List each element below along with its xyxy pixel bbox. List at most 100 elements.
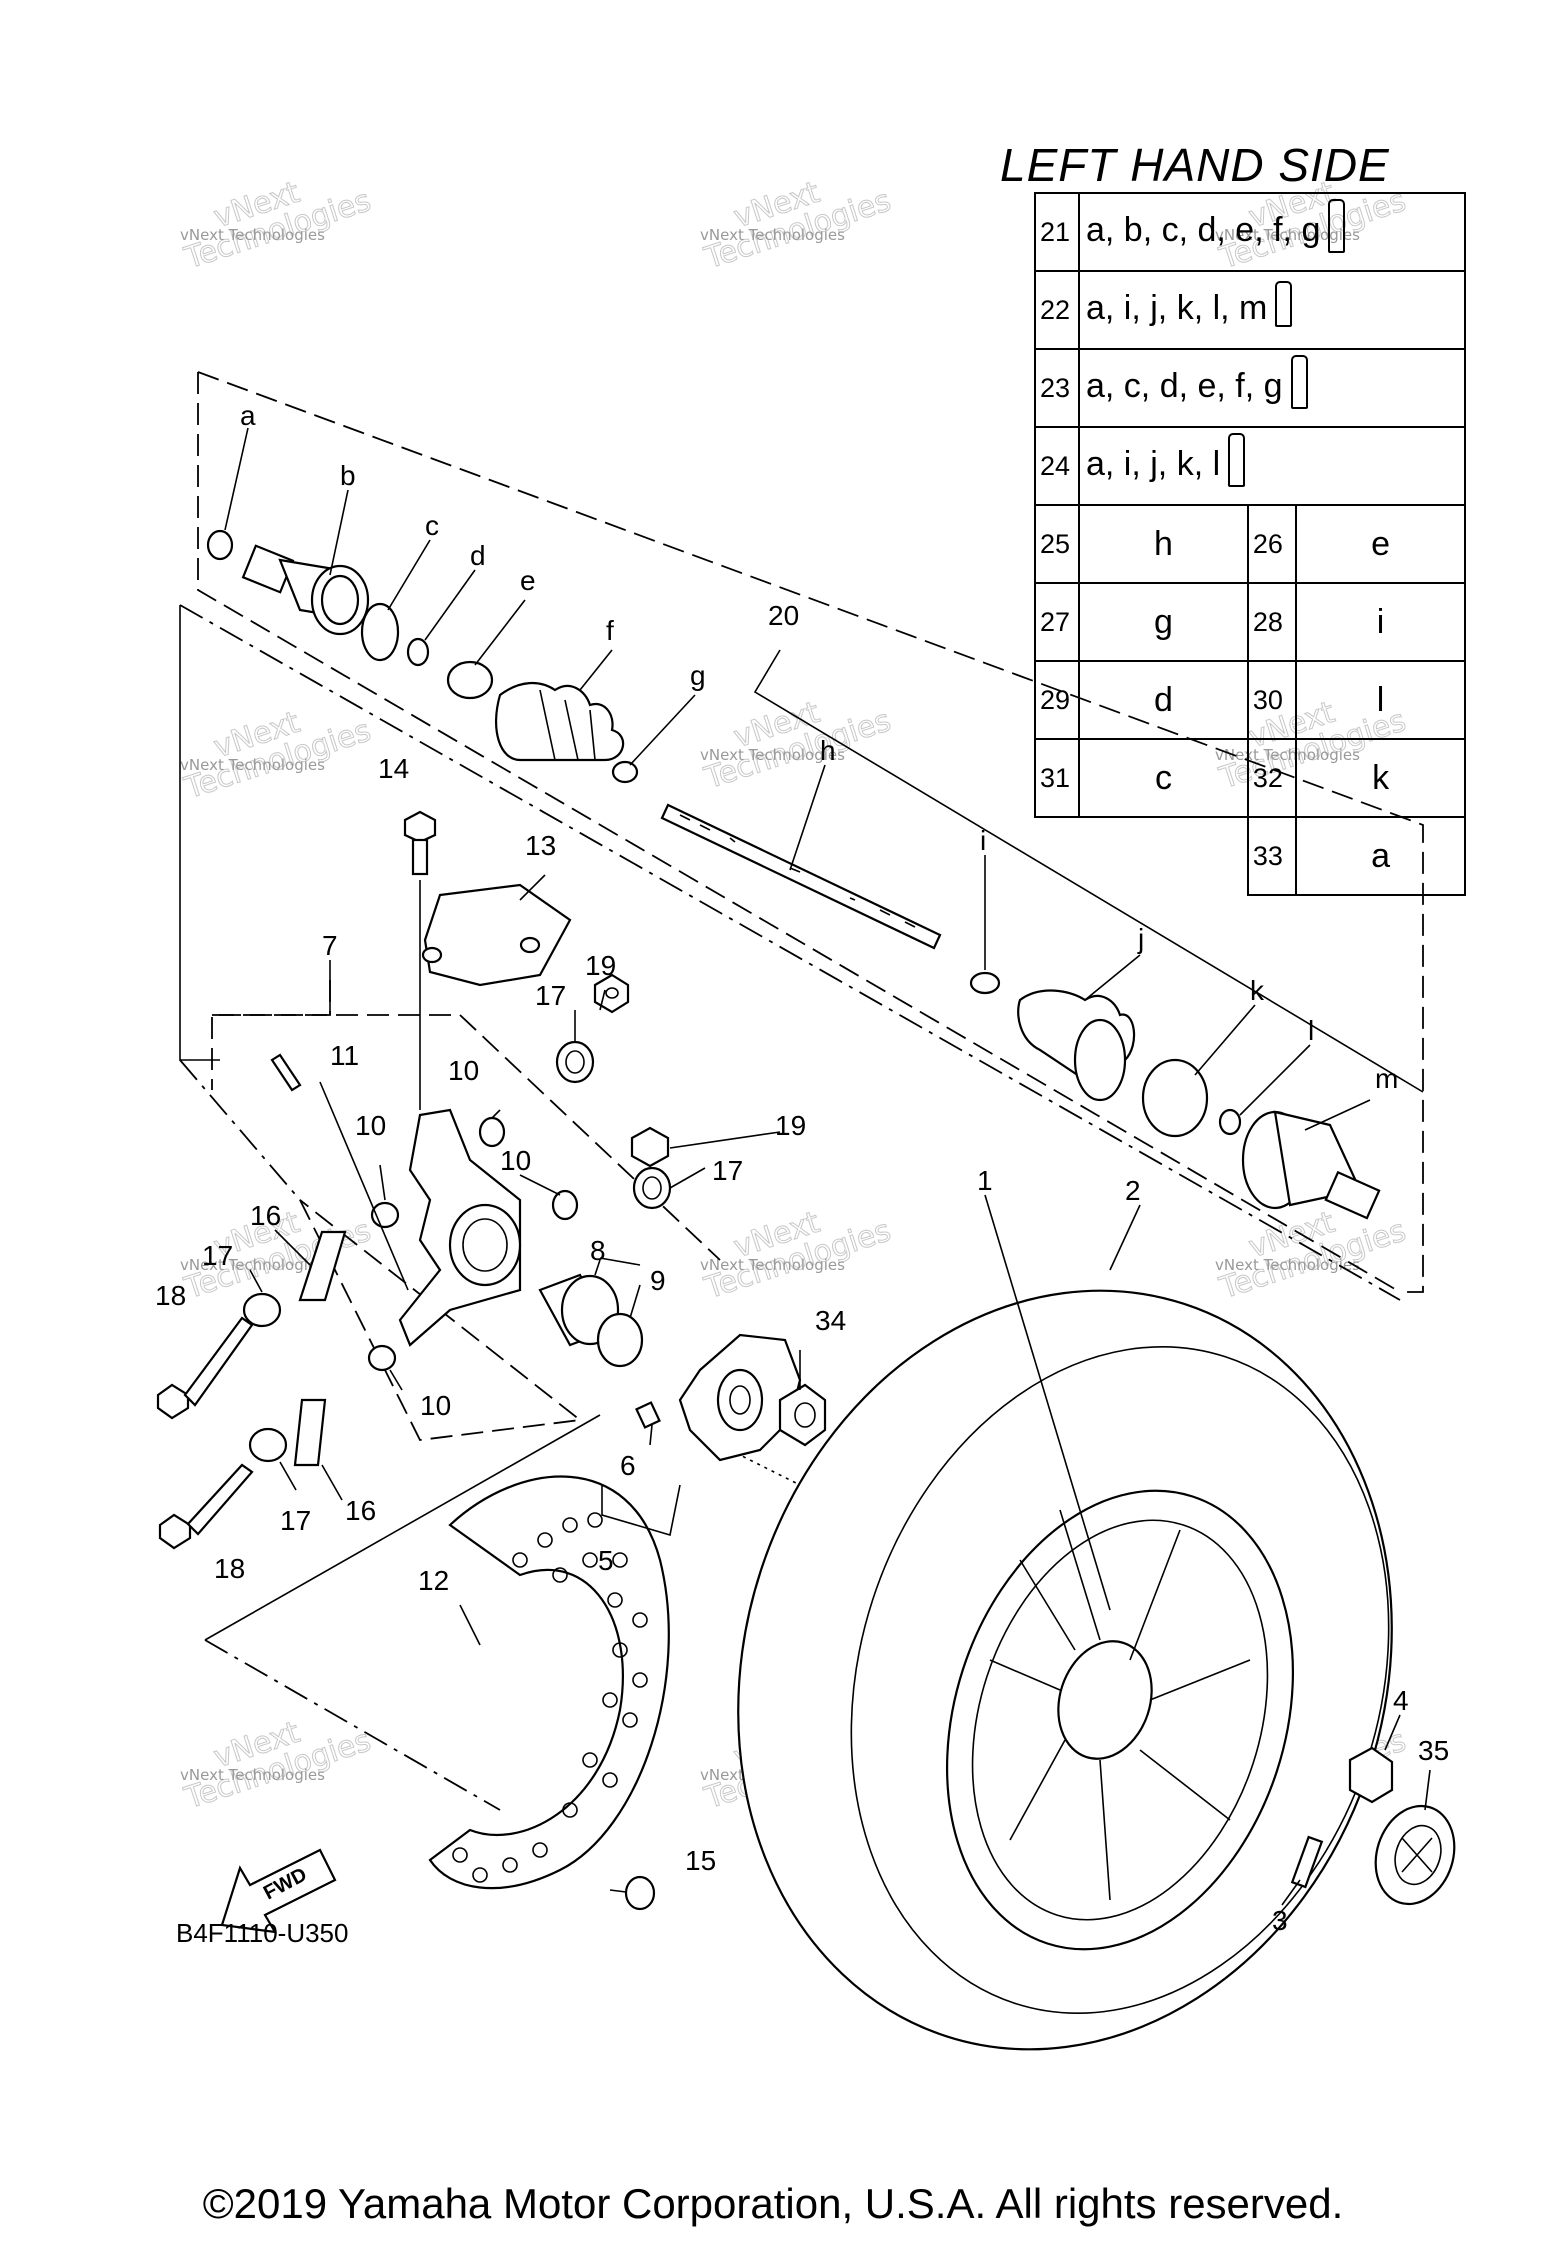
watermark-text: vNext Technologies — [180, 1256, 325, 1274]
callout-5: 5 — [598, 1545, 614, 1576]
kit-part: i — [1295, 582, 1466, 662]
drive-shaft-parts — [206, 529, 1381, 1220]
callout-17: 17 — [280, 1505, 311, 1536]
kit-number: 32 — [1246, 738, 1298, 818]
kit-parts-cell: a, b, c, d, e, f, g — [1078, 192, 1466, 272]
callout-j: j — [1137, 923, 1144, 954]
bushing-17 — [632, 1166, 672, 1210]
callout-15: 15 — [685, 1845, 716, 1876]
callout-19: 19 — [775, 1110, 806, 1141]
callout-m: m — [1375, 1063, 1398, 1094]
watermark-text: vNext Technologies — [180, 226, 325, 244]
grease-nipple-11 — [270, 1053, 302, 1092]
kit-part: c — [1078, 738, 1249, 818]
watermark-text: vNext Technologies — [180, 1766, 325, 1784]
callout-h: h — [820, 735, 836, 766]
band-g — [611, 760, 639, 784]
collar-10 — [478, 1116, 506, 1148]
kit-number: 33 — [1246, 816, 1298, 896]
nut-19 — [593, 973, 630, 1014]
bushing-17 — [248, 1427, 288, 1463]
callout-e: e — [520, 565, 536, 596]
watermark-text: vNext Technologies — [180, 756, 325, 774]
callout-labels: a b c d e f g h i j k l m 20 14 13 7 19 … — [155, 400, 1449, 1936]
empty-cell — [1035, 817, 1248, 895]
callout-k: k — [1250, 975, 1265, 1006]
bushing-17 — [242, 1292, 282, 1328]
bolt-14 — [403, 810, 437, 876]
callout-8: 8 — [590, 1235, 606, 1266]
copyright-notice: ©2019 Yamaha Motor Corporation, U.S.A. A… — [202, 2180, 1344, 2227]
kit-number: 29 — [1034, 660, 1080, 740]
nut-34 — [778, 1383, 827, 1447]
callout-34: 34 — [815, 1305, 846, 1336]
table-row: 33 a — [1035, 816, 1466, 896]
kit-number: 22 — [1034, 270, 1080, 350]
brake-disc-12 — [428, 1475, 670, 1890]
table-row: 23 a, c, d, e, f, g — [1034, 348, 1466, 428]
band-i — [969, 971, 1001, 995]
table-row: 27 g 28 i — [1034, 582, 1466, 662]
collar-10 — [367, 1344, 397, 1372]
kit-parts-cell: a, i, j, k, l — [1078, 426, 1466, 506]
callout-2: 2 — [1125, 1175, 1141, 1206]
callout-7: 7 — [322, 930, 338, 961]
callout-16: 16 — [345, 1495, 376, 1526]
callout-i: i — [980, 825, 986, 856]
kit-number: 30 — [1246, 660, 1298, 740]
kit-parts: a, c, d, e, f, g — [1086, 366, 1283, 405]
collar-10 — [551, 1189, 579, 1221]
bracket-13 — [423, 883, 572, 987]
wheel-parts: FWD — [220, 1289, 1456, 2051]
circlip-a — [206, 529, 234, 561]
kit-number: 23 — [1034, 348, 1080, 428]
kit-part: h — [1078, 504, 1249, 584]
section-title: LEFT HAND SIDE — [1000, 139, 1390, 191]
center-cap-35 — [1374, 1804, 1456, 1906]
callout-f: f — [606, 615, 614, 646]
table-row: 24 a, i, j, k, l — [1034, 426, 1466, 506]
callout-17: 17 — [202, 1240, 233, 1271]
watermark-text: vNext Technologies — [700, 1256, 845, 1274]
callout-12: 12 — [418, 1565, 449, 1596]
watermark-text: vNext Technologies — [1215, 1256, 1360, 1274]
knuckle-body — [398, 1108, 522, 1347]
kit-parts: a, b, c, d, e, f, g — [1086, 210, 1321, 249]
pin-16 — [293, 1398, 327, 1467]
table-row: 25 h 26 e — [1034, 504, 1466, 584]
grease-tube-icon — [1228, 433, 1246, 487]
callout-b: b — [340, 460, 356, 491]
hub-5 — [678, 1333, 802, 1462]
kit-part: d — [1078, 660, 1249, 740]
watermark-text: vNext Technologies — [700, 226, 845, 244]
callout-17: 17 — [712, 1155, 743, 1186]
kit-parts: a, i, j, k, l — [1086, 444, 1221, 483]
stud-3 — [1290, 1835, 1324, 1889]
kit-part: g — [1078, 582, 1249, 662]
callout-l: l — [1308, 1015, 1314, 1046]
bolt-6 — [635, 1401, 661, 1429]
kit-number: 26 — [1246, 504, 1298, 584]
grease-tube-icon — [1290, 355, 1308, 409]
pin-16 — [298, 1230, 347, 1302]
kit-number: 27 — [1034, 582, 1080, 662]
knuckle-parts — [156, 810, 672, 1550]
boot-f — [495, 682, 625, 762]
callout-a: a — [240, 400, 256, 431]
kit-number: 24 — [1034, 426, 1080, 506]
callout-1: 1 — [977, 1165, 993, 1196]
table-row: 29 d 30 l — [1034, 660, 1466, 740]
table-row: 21 a, b, c, d, e, f, g — [1034, 192, 1466, 272]
screw-15 — [624, 1875, 656, 1911]
callout-3: 3 — [1272, 1905, 1288, 1936]
figure-code: B4F1110-U350 — [176, 1918, 349, 1948]
kit-parts-cell: a, c, d, e, f, g — [1078, 348, 1466, 428]
callout-17: 17 — [535, 980, 566, 1011]
nut-19 — [630, 1126, 670, 1168]
kit-parts: a, i, j, k, l, m — [1086, 288, 1268, 327]
callout-9: 9 — [650, 1265, 666, 1296]
lug-nut-4 — [1348, 1746, 1394, 1804]
kit-number: 25 — [1034, 504, 1080, 584]
bushing-17 — [555, 1040, 595, 1084]
circlip-l — [1218, 1108, 1242, 1136]
